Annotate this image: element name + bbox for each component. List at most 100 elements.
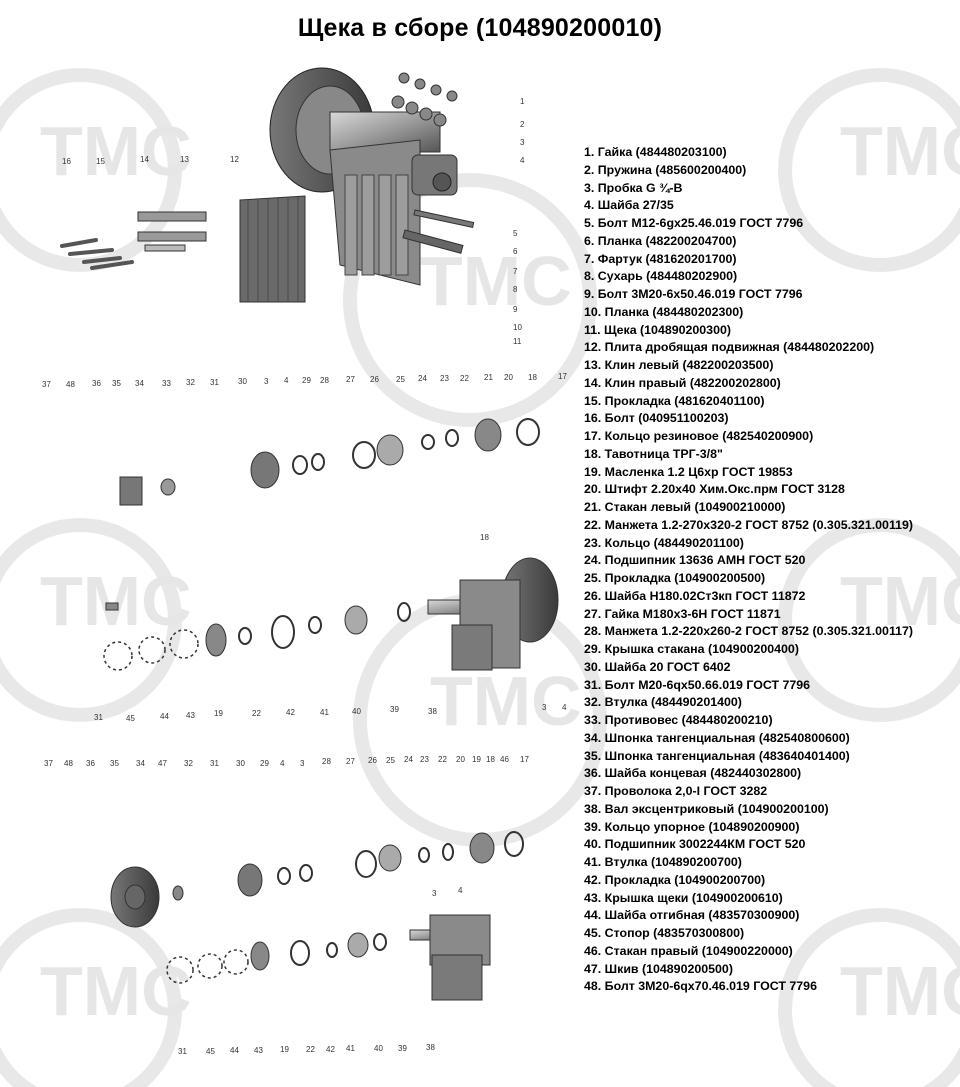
callout-row4_bottom: 45	[206, 1047, 215, 1056]
parts-list-item: 44. Шайба отгибная (483570300900)	[584, 908, 800, 923]
parts-list-item: 12. Плита дробящая подвижная (4844802022…	[584, 340, 875, 355]
callout-top: 2	[520, 120, 525, 129]
parts-list-item: 31. Болт М20-6qx50.66.019 ГОСТ 7796	[584, 677, 811, 692]
parts-list-item: 7. Фартук (481620201700)	[584, 251, 737, 266]
parts-list-item: 39. Кольцо упорное (104890200900)	[584, 819, 800, 834]
parts-list-item: 9. Болт 3М20-6х50.46.019 ГОСТ 7796	[584, 287, 803, 301]
callout-row1_top: 23	[440, 374, 449, 383]
parts-list-item: 23. Кольцо (484490201100)	[584, 535, 744, 550]
callout-top: 4	[520, 156, 525, 165]
callout-row2_side: 18	[480, 533, 489, 542]
parts-list-item: 21. Стакан левый (104900210000)	[584, 500, 786, 514]
callout-row1_top: 34	[135, 379, 144, 388]
callout-row3_top: 46	[500, 755, 509, 764]
callout-row2_bottom: 31	[94, 713, 103, 722]
callout-row3_top: 23	[420, 755, 429, 764]
parts-list-item: 3. Пробка G ¾-В	[584, 180, 683, 195]
callout-row2_bottom: 22	[252, 709, 261, 718]
parts-list-item: 25. Прокладка (104900200500)	[584, 571, 766, 585]
callout-row3_top: 47	[158, 759, 167, 768]
callout-row4_bottom: 41	[346, 1044, 355, 1053]
parts-list-item: 13. Клин левый (482200203500)	[584, 358, 774, 372]
parts-list-item: 8. Сухарь (484480202900)	[584, 269, 738, 284]
parts-list-item: 14. Клин правый (482200202800)	[584, 375, 781, 390]
parts-list-item: 20. Штифт 2.20х40 Хим.Окс.прм ГОСТ 3128	[584, 482, 845, 497]
watermark-brand: TMC	[40, 562, 192, 640]
top-assembly	[60, 67, 475, 303]
parts-list-item: 32. Втулка (484490201400)	[584, 695, 742, 710]
callout-row1_top: 17	[558, 372, 567, 381]
callout-row1_top: 36	[92, 379, 101, 388]
row4-parts	[166, 914, 491, 1001]
callout-row1_top: 18	[528, 373, 537, 382]
parts-list-item: 18. Тавотница ТРГ-3/8"	[584, 446, 723, 461]
callout-row3_top: 48	[64, 759, 73, 768]
callout-row1_top: 35	[112, 379, 121, 388]
callout-top: 13	[180, 155, 189, 164]
callout-top: 6	[513, 247, 518, 256]
callout-row4_bottom: 43	[254, 1046, 263, 1055]
callout-row3_top: 20	[456, 755, 465, 764]
parts-list-item: 37. Проволока 2,0-I ГОСТ 3282	[584, 784, 768, 798]
callout-row3_top: 4	[280, 759, 285, 768]
parts-list-item: 22. Манжета 1.2-270х320-2 ГОСТ 8752 (0.3…	[584, 517, 914, 532]
callout-row2_side: 3	[542, 703, 547, 712]
parts-list-item: 47. Шкив (104890200500)	[584, 961, 733, 976]
row3-parts	[110, 831, 524, 928]
parts-list-item: 19. Масленка 1.2 Ц6хр ГОСТ 19853	[584, 464, 793, 479]
watermark-brand: TMC	[40, 112, 192, 190]
parts-list-item: 16. Болт (040951100203)	[584, 411, 729, 426]
watermark-brand: TMC	[840, 952, 960, 1030]
parts-list-item: 27. Гайка М180х3-6Н ГОСТ 11871	[584, 606, 781, 621]
callout-row1_top: 29	[302, 376, 311, 385]
parts-list-item: 45. Стопор (483570300800)	[584, 926, 745, 940]
callout-row2_bottom: 41	[320, 708, 329, 717]
parts-list-item: 36. Шайба концевая (482440302800)	[584, 766, 802, 781]
watermark-brand: TMC	[840, 562, 960, 640]
parts-list-item: 10. Планка (484480202300)	[584, 304, 744, 319]
parts-list-item: 28. Манжета 1.2-220х260-2 ГОСТ 8752 (0.3…	[584, 624, 914, 639]
row2-parts	[103, 557, 559, 671]
callout-row4_bottom: 39	[398, 1044, 407, 1053]
callout-top: 11	[513, 337, 522, 346]
callout-row1_top: 25	[396, 375, 405, 384]
callout-row3_top: 3	[300, 759, 305, 768]
callout-top: 5	[513, 229, 518, 238]
callout-row3_top: 28	[322, 757, 331, 766]
page-title: Щека в сборе (104890200010)	[297, 14, 663, 42]
callout-row3_top: 31	[210, 759, 219, 768]
callout-row1_top: 27	[346, 375, 355, 384]
callout-row1_top: 28	[320, 376, 329, 385]
callout-row4_bottom: 22	[306, 1045, 315, 1054]
callout-row1_top: 22	[460, 374, 469, 383]
callout-row2_bottom: 43	[186, 711, 195, 720]
callout-row3_top: 34	[136, 759, 145, 768]
callout-top: 14	[140, 155, 149, 164]
parts-list-item: 17. Кольцо резиновое (482540200900)	[584, 429, 814, 443]
callout-row2_side: 38	[428, 707, 437, 716]
callout-top: 1	[520, 97, 525, 106]
parts-list: 1. Гайка (484480203100)2. Пружина (48560…	[584, 144, 956, 996]
parts-list-item: 46. Стакан правый (104900220000)	[584, 943, 793, 958]
watermark-brand: TMC	[430, 662, 582, 740]
callout-row1_top: 31	[210, 378, 219, 387]
parts-list-item: 41. Втулка (104890200700)	[584, 855, 742, 869]
callout-top: 8	[513, 285, 518, 294]
parts-list-item: 33. Противовес (484480200210)	[584, 713, 773, 727]
callout-top: 9	[513, 305, 518, 314]
callout-top: 7	[513, 267, 518, 276]
parts-list-item: 24. Подшипник 13636 АМН ГОСТ 520	[584, 553, 806, 568]
parts-list-item: 6. Планка (482200204700)	[584, 233, 737, 248]
callout-row3_top: 22	[438, 755, 447, 764]
parts-list-item: 35. Шпонка тангенциальная (483640401400)	[584, 748, 850, 763]
row1-parts	[119, 418, 540, 506]
callout-row3_top: 19	[472, 755, 481, 764]
parts-list-item: 15. Прокладка (481620401100)	[584, 393, 765, 408]
callout-row4_side: 3	[432, 889, 437, 898]
callout-row3_top: 26	[368, 756, 377, 765]
callout-row4_bottom: 19	[280, 1045, 289, 1054]
parts-list-item: 42. Прокладка (104900200700)	[584, 872, 766, 887]
callout-row3_top: 25	[386, 756, 395, 765]
callout-row4_side: 4	[458, 886, 463, 895]
callout-row1_top: 3	[264, 377, 269, 386]
